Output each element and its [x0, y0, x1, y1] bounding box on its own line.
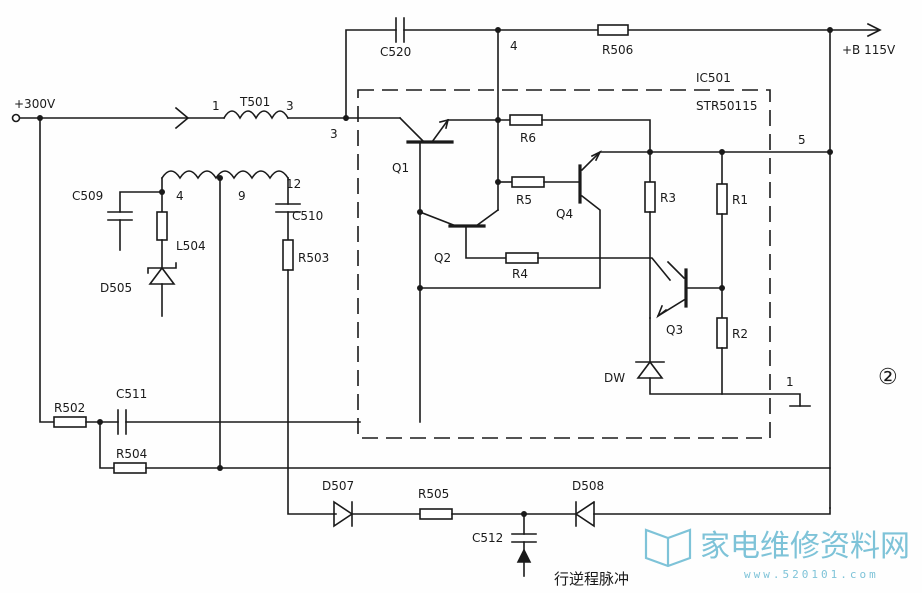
r505-label: R505: [418, 487, 449, 501]
ic-pin1-label: 1: [786, 375, 794, 389]
r4-label: R4: [512, 267, 528, 281]
l504-label: L504: [176, 239, 206, 253]
t501-label: T501: [239, 95, 270, 109]
ic-pin5-label: 5: [798, 133, 806, 147]
q3-label: Q3: [666, 323, 683, 337]
c511-label: C511: [116, 387, 147, 401]
watermark-text: 家电维修资料网: [700, 529, 910, 564]
r503-resistor: [282, 239, 294, 271]
tap4-label: 4: [176, 189, 184, 203]
t501-pin1: 1: [212, 99, 220, 113]
r503-label: R503: [298, 251, 329, 265]
r6-label: R6: [520, 131, 536, 145]
tap12-label: 12: [286, 177, 301, 191]
q1-label: Q1: [392, 161, 409, 175]
book-icon: [644, 528, 692, 568]
r1-resistor: [716, 183, 728, 215]
r5-resistor: [511, 176, 545, 188]
output-arrow-icon: [866, 22, 882, 38]
r5-label: R5: [516, 193, 532, 207]
r504-resistor: [113, 462, 147, 474]
tap9-label: 9: [238, 189, 246, 203]
r2-label: R2: [732, 327, 748, 341]
r502-label: R502: [54, 401, 85, 415]
r1-label: R1: [732, 193, 748, 207]
dw-label: DW: [604, 371, 625, 385]
r506-resistor: [597, 24, 629, 36]
r505-resistor: [419, 508, 453, 520]
r502-resistor: [53, 416, 87, 428]
c510-label: C510: [292, 209, 323, 223]
ic-pin3-label: 3: [330, 127, 338, 141]
watermark-url: www.520101.com: [744, 568, 879, 581]
ic-name-label: IC501: [696, 71, 731, 85]
watermark: 家电维修资料网 www.520101.com: [644, 528, 910, 581]
d507-label: D507: [322, 479, 354, 493]
r3-resistor: [644, 181, 656, 213]
pulse-input-label: 行逆程脉冲: [554, 570, 629, 588]
input-terminal: [11, 113, 21, 123]
input-arrow-icon: [174, 106, 190, 130]
ic-pin4-label: 4: [510, 39, 518, 53]
q4-label: Q4: [556, 207, 573, 221]
r504-label: R504: [116, 447, 147, 461]
d505-label: D505: [100, 281, 132, 295]
l504-inductor: [156, 211, 168, 241]
pulse-arrow-icon: [516, 548, 532, 563]
r506-label: R506: [602, 43, 633, 57]
c520-label: C520: [380, 45, 411, 59]
ic-part-label: STR50115: [696, 99, 757, 113]
r6-resistor: [509, 114, 543, 126]
secondary-winding: [160, 170, 290, 180]
c509-label: C509: [72, 189, 103, 203]
figure-number: ②: [878, 365, 898, 390]
d508-label: D508: [572, 479, 604, 493]
output-voltage-label: +B 115V: [842, 43, 896, 57]
q2-label: Q2: [434, 251, 451, 265]
t501-pin3: 3: [286, 99, 294, 113]
c512-label: C512: [472, 531, 503, 545]
r4-resistor: [505, 252, 539, 264]
input-voltage-label: +300V: [14, 97, 56, 111]
r3-label: R3: [660, 191, 676, 205]
ic501-boundary: [357, 89, 771, 439]
r2-resistor: [716, 317, 728, 349]
t501-winding: [222, 110, 290, 120]
